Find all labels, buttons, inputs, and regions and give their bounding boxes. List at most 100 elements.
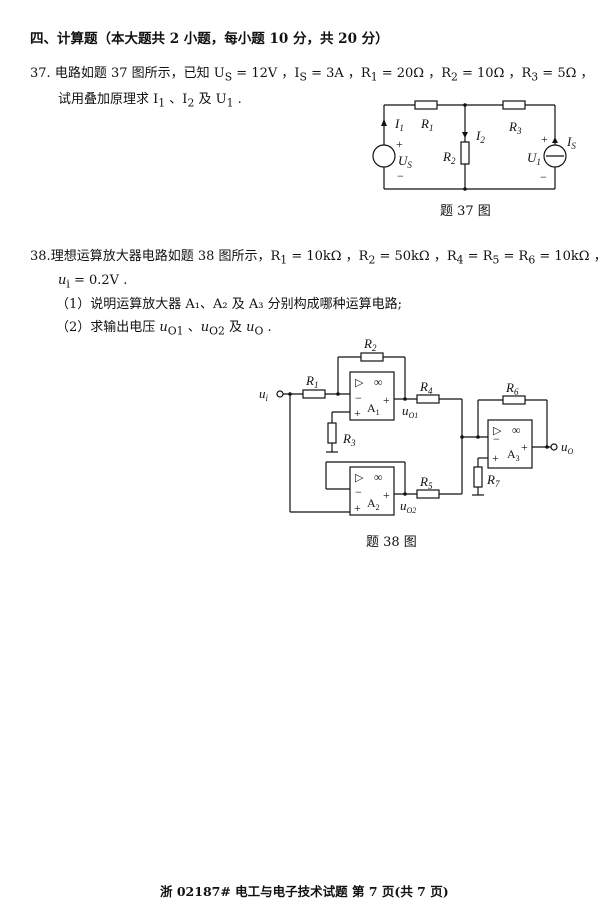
q38-sub: 4 — [456, 253, 464, 267]
label-r1: R1 — [420, 116, 433, 133]
q38-item2-d: . — [263, 320, 272, 335]
voltage-source-us — [372, 144, 396, 168]
label-a3: A3 — [507, 447, 520, 463]
opamp-a2-triangle-icon: ▷ — [355, 472, 364, 484]
resistor-r2 — [460, 141, 470, 165]
q38-sub: 6 — [528, 253, 536, 267]
junction-top — [463, 103, 467, 107]
opamp-a1-plus: + — [354, 406, 361, 420]
q38-item2-b: 、 — [183, 320, 201, 335]
junction-a1-minus — [336, 392, 340, 396]
q38-u: u — [200, 320, 210, 335]
opamp-a2-infinity: ∞ — [374, 470, 383, 484]
q38-text-d: = R — [463, 249, 493, 264]
resistor-r3-38 — [327, 422, 337, 444]
q37-sub: 1 — [158, 96, 166, 110]
arrow-is-icon — [552, 137, 558, 143]
label-uo2: uO2 — [400, 498, 416, 515]
section-heading: 四、计算题（本大题共 2 小题，每小题 10 分，共 20 分） — [30, 31, 389, 47]
label-us-plus: + — [396, 137, 403, 151]
label-u1: U1 — [527, 150, 541, 167]
junction-a2-out — [403, 492, 407, 496]
junction-bottom — [463, 187, 467, 191]
arrow-i2-icon — [462, 132, 468, 138]
q37-text-b: = 12V ，I — [232, 66, 300, 81]
junction-a3-out — [545, 445, 549, 449]
q37-line2: 试用叠加原理求 I1 、I2 及 U1 . — [58, 92, 242, 110]
current-source-is — [543, 144, 567, 168]
opamp-a3-triangle-icon: ▷ — [493, 425, 502, 437]
q37-line2-a: 试用叠加原理求 I — [58, 92, 159, 107]
q38-text-a: 理想运算放大器电路如题 38 图所示，R — [50, 249, 281, 264]
resistor-r1-38 — [302, 389, 326, 399]
junction-ui — [288, 392, 292, 396]
label-a2: A2 — [367, 496, 380, 512]
opamp-a2 — [349, 466, 395, 516]
opamp-a1-triangle-icon: ▷ — [355, 377, 364, 389]
q38-sub: O — [254, 324, 264, 338]
terminal-uo — [550, 443, 558, 451]
q38-item2-c: 及 — [224, 320, 247, 335]
q38-line2: ui = 0.2V . — [58, 273, 127, 291]
label-u1-plus: + — [541, 132, 548, 146]
resistor-r7-38 — [473, 466, 483, 488]
page-footer: 浙 02187# 电工与电子技术试题 第 7 页(共 7 页) — [160, 884, 449, 899]
q38-sub: i — [66, 277, 70, 291]
q38-text-f: = 10kΩ ， — [535, 249, 606, 264]
q37-sub: 2 — [187, 96, 195, 110]
q38-item2-a: （2）求输出电压 — [56, 320, 160, 335]
q38-line1: 38.理想运算放大器电路如题 38 图所示，R1 = 10kΩ ，R2 = 50… — [30, 249, 606, 267]
label-i2: I2 — [475, 128, 485, 145]
q38-text-e: = R — [499, 249, 529, 264]
resistor-r2-38 — [360, 352, 384, 362]
terminal-ui — [276, 390, 284, 398]
arrow-i1-icon — [381, 119, 387, 126]
q38-ui-val: = 0.2V . — [69, 273, 128, 288]
q38-item2: （2）求输出电压 uO1 、uO2 及 uO . — [56, 320, 272, 338]
opamp-a2-out-plus: + — [383, 488, 390, 502]
q37-line2-d: . — [233, 92, 242, 107]
junction-a1-out — [403, 397, 407, 401]
label-r6-38: R6 — [505, 380, 519, 397]
q37-text-c: = 3A ，R — [306, 66, 371, 81]
junction-a3-minus — [476, 435, 480, 439]
q37-caption: 题 37 图 — [440, 204, 491, 219]
q37-number: 37. — [30, 66, 51, 81]
label-i1: I1 — [394, 116, 404, 133]
q38-text-c: = 50kΩ ，R — [375, 249, 457, 264]
label-ui: ui — [259, 386, 269, 403]
label-uo: uO — [561, 439, 574, 456]
q37-line2-b: 、I — [165, 92, 188, 107]
label-u1-minus: − — [540, 170, 547, 184]
opamp-a1-infinity: ∞ — [374, 375, 383, 389]
opamp-a3-out-plus: + — [521, 440, 528, 454]
opamp-a3-infinity: ∞ — [512, 423, 521, 437]
resistor-r3 — [502, 100, 526, 110]
resistor-r6-38 — [502, 395, 526, 405]
q38-sub: 1 — [280, 253, 288, 267]
label-us-minus: − — [397, 169, 404, 183]
resistor-r1 — [414, 100, 438, 110]
opamp-a1-minus: − — [355, 391, 362, 405]
junction-node — [460, 435, 464, 439]
label-uo1: uO1 — [402, 403, 418, 420]
q38-sub: O1 — [167, 324, 184, 338]
opamp-a3-minus: − — [493, 432, 500, 446]
resistor-r4-38 — [416, 394, 440, 404]
label-r5-38: R5 — [419, 474, 433, 491]
q37-line1: 37. 电路如题 37 图所示，已知 US = 12V ，IS = 3A ，R1… — [30, 66, 594, 84]
label-r3: R3 — [508, 119, 522, 136]
label-r3-38: R3 — [342, 431, 356, 448]
q38-u: u — [159, 320, 168, 335]
q37-sub: 3 — [531, 70, 539, 84]
q38-u: u — [246, 320, 255, 335]
q37-text-e: = 10Ω ，R — [457, 66, 532, 81]
q37-sub: 2 — [450, 70, 458, 84]
label-r4-38: R4 — [419, 379, 433, 396]
q38-number: 38. — [30, 249, 51, 264]
label-us: US — [398, 153, 412, 170]
q38-text-b: = 10kΩ ，R — [287, 249, 369, 264]
opamp-a3 — [487, 419, 533, 469]
